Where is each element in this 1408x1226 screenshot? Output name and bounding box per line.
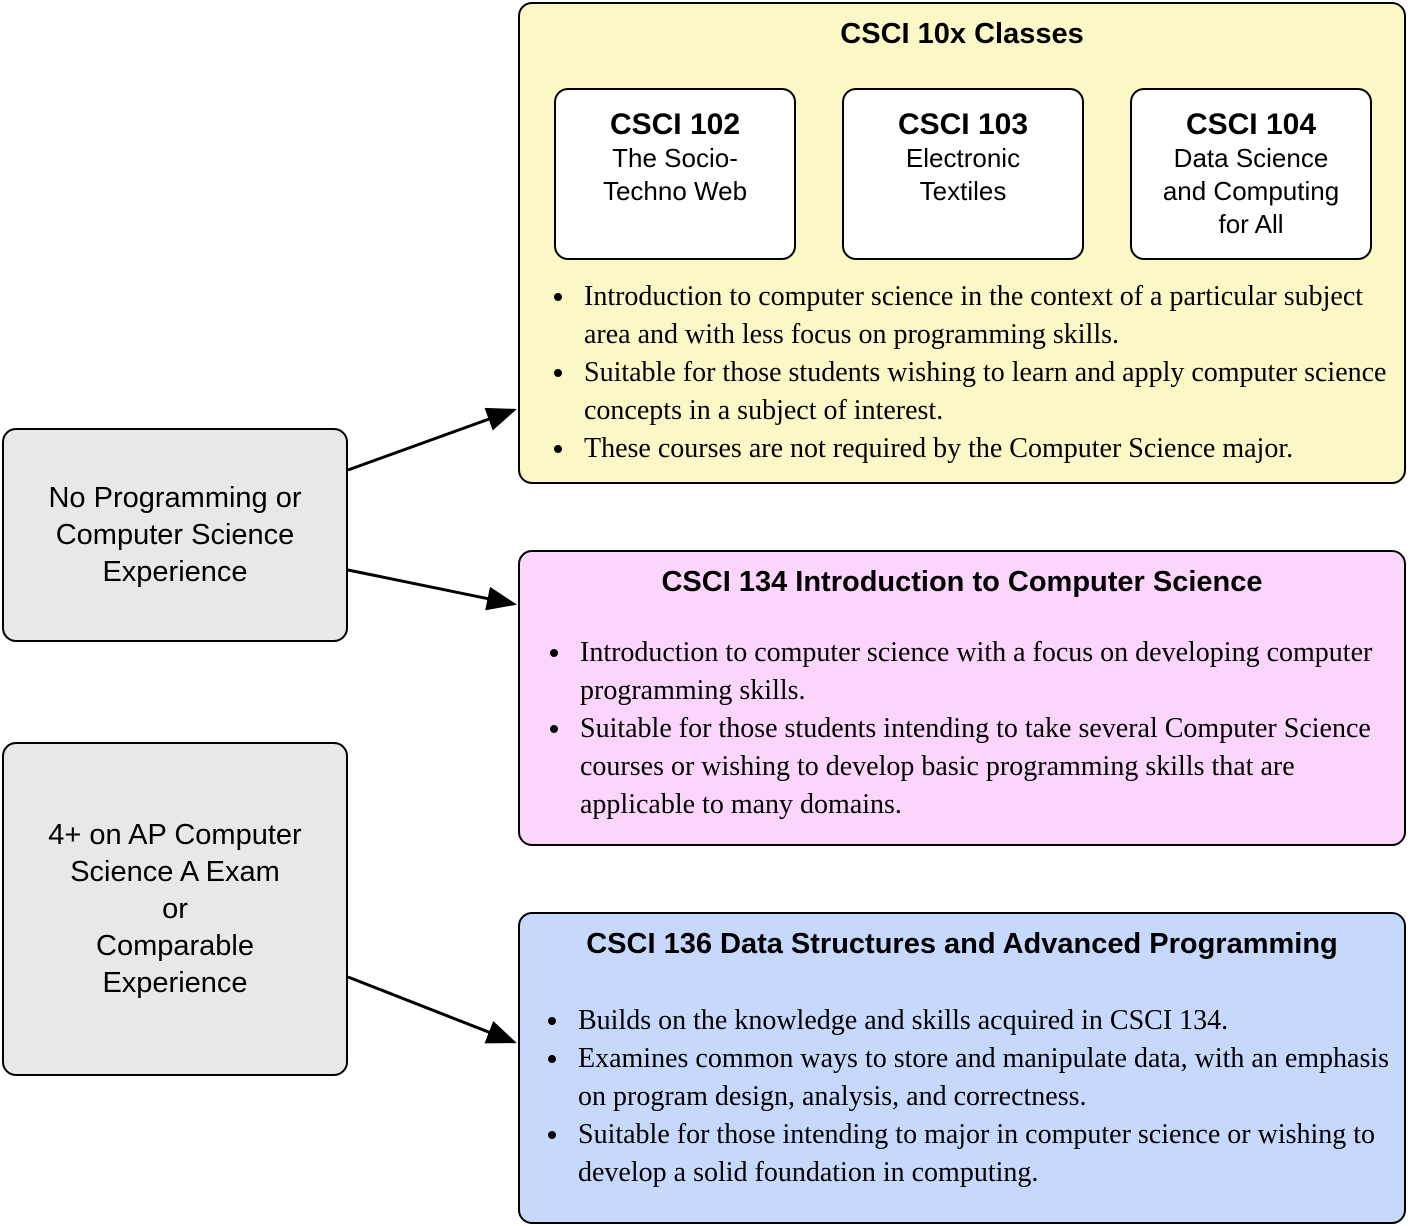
start-node-label: No Programming or Computer Science Exper… <box>48 481 302 588</box>
course-name: Data Science and Computing for All <box>1162 143 1340 239</box>
course-code: CSCI 104 <box>1185 108 1317 141</box>
bullet-item: Suitable for those intending to major in… <box>544 1116 1400 1192</box>
bullet-item: Suitable for those students wishing to l… <box>550 354 1402 430</box>
course-name: The Socio- Techno Web <box>602 143 748 206</box>
csci-134-bullets: Introduction to computer science with a … <box>546 634 1398 824</box>
start-node-label: 4+ on AP Computer Science A Exam or Comp… <box>48 818 302 999</box>
course-code: CSCI 103 <box>897 108 1029 141</box>
csci-136-title: CSCI 136 Data Structures and Advanced Pr… <box>586 928 1338 960</box>
course-card-csci-102: CSCI 102 The Socio- Techno Web <box>554 88 796 260</box>
bullet-item: Introduction to computer science with a … <box>546 634 1398 710</box>
csci-10x-box: CSCI 10x Classes CSCI 102 The Socio- Tec… <box>518 2 1406 484</box>
csci-10x-title: CSCI 10x Classes <box>840 18 1084 50</box>
arrow-no-experience-to-134 <box>347 568 517 611</box>
start-node-ap-experience: 4+ on AP Computer Science A Exam or Comp… <box>2 742 348 1076</box>
csci-10x-bullets: Introduction to computer science in the … <box>550 278 1402 468</box>
bullet-item: Introduction to computer science in the … <box>550 278 1402 354</box>
course-name: Electronic Textiles <box>905 143 1021 206</box>
start-node-no-experience: No Programming or Computer Science Exper… <box>2 428 348 642</box>
bullet-item: Suitable for those students intending to… <box>546 710 1398 824</box>
bullet-item: Builds on the knowledge and skills acqui… <box>544 1002 1400 1040</box>
csci-136-bullets: Builds on the knowledge and skills acqui… <box>544 1002 1400 1192</box>
csci-134-title: CSCI 134 Introduction to Computer Scienc… <box>661 566 1263 598</box>
csci-134-box: CSCI 134 Introduction to Computer Scienc… <box>518 550 1406 846</box>
bullet-item: These courses are not required by the Co… <box>550 430 1402 468</box>
bullet-item: Examines common ways to store and manipu… <box>544 1040 1400 1116</box>
course-card-csci-103: CSCI 103 Electronic Textiles <box>842 88 1084 260</box>
csci-136-box: CSCI 136 Data Structures and Advanced Pr… <box>518 912 1406 1224</box>
course-card-csci-104: CSCI 104 Data Science and Computing for … <box>1130 88 1372 260</box>
course-code: CSCI 102 <box>609 108 741 141</box>
arrow-ap-to-136 <box>347 975 517 1044</box>
arrow-no-experience-to-10x <box>347 407 517 472</box>
